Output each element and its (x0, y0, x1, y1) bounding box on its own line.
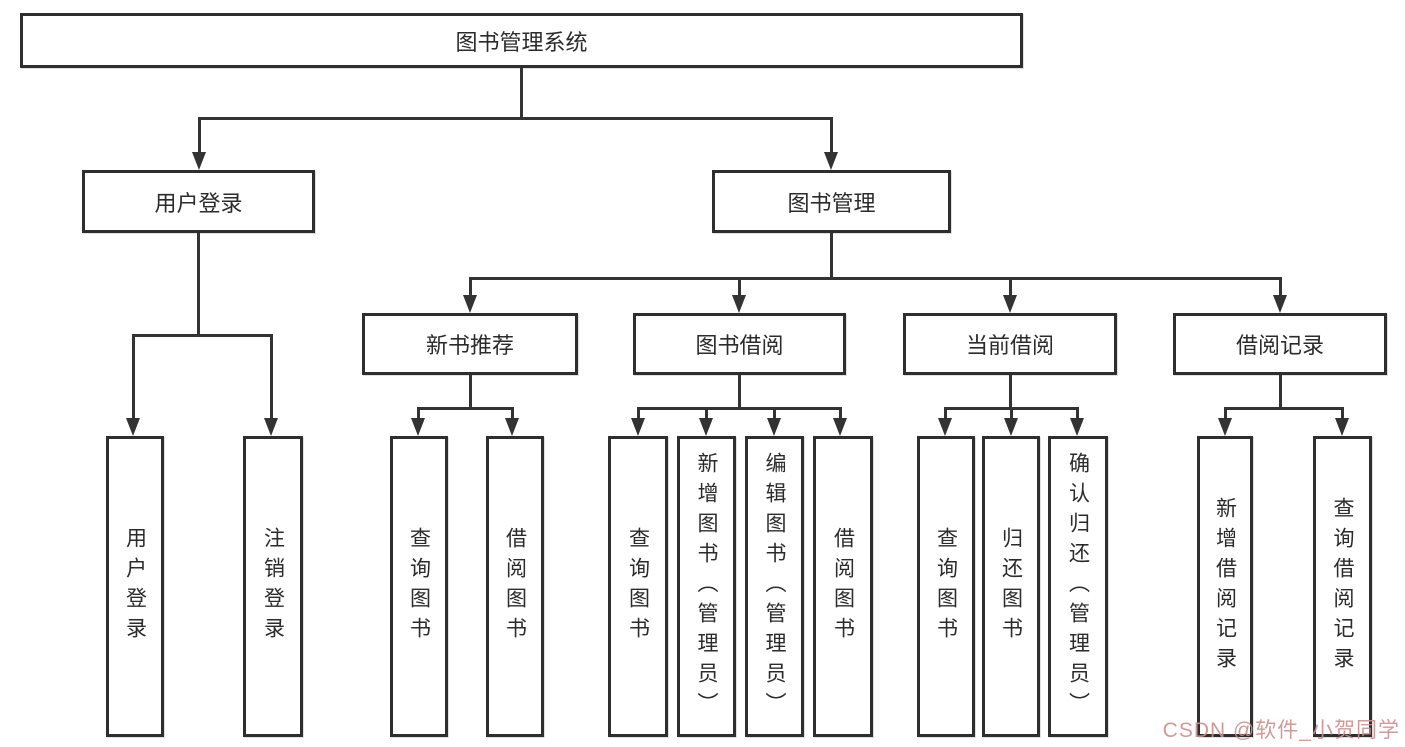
edge-management-stub (830, 233, 833, 277)
node-book-borrow-label: 图书借阅 (695, 333, 784, 358)
edge-borrow-leaf4-stem (839, 407, 842, 421)
leaf-query-borrow-record-label: 查询借阅记录 (1331, 496, 1354, 677)
arrow-down-icon (192, 152, 206, 170)
leaf-current-query-books-label: 查询图书 (934, 526, 958, 647)
edge-current-leaf2-stem (1010, 407, 1013, 421)
node-borrow-records-label: 借阅记录 (1235, 333, 1324, 358)
node-current-borrow-label: 当前借阅 (965, 333, 1054, 358)
leaf-borrow-query-books: 查询图书 (608, 436, 668, 737)
arrow-down-icon (1070, 418, 1084, 436)
arrow-down-icon (732, 295, 746, 313)
leaf-add-borrow-record: 新增借阅记录 (1197, 436, 1253, 737)
node-root: 图书管理系统 (20, 13, 1023, 68)
edge-recommend-leaf1-stem (417, 407, 420, 421)
node-user-login: 用户登录 (82, 170, 315, 233)
leaf-current-query-books: 查询图书 (917, 436, 975, 737)
leaf-recommend-query-books-label: 查询图书 (407, 526, 431, 647)
edge-to-borrow-stem (738, 277, 741, 297)
leaf-recommend-borrow-books: 借阅图书 (486, 436, 544, 737)
arrow-down-icon (699, 418, 713, 436)
edge-login-leaf1-stem (132, 334, 135, 420)
edge-recommend-leaf2-stem (511, 407, 514, 421)
edge-current-leaf1-stem (944, 407, 947, 421)
node-borrow-records: 借阅记录 (1173, 313, 1387, 375)
edge-recommend-branch (417, 407, 513, 410)
edge-to-management-stem (830, 117, 833, 155)
arrow-down-icon (505, 418, 519, 436)
leaf-confirm-return-admin-label: 确认归还（管理员） (1066, 451, 1090, 722)
node-root-label: 图书管理系统 (455, 29, 588, 55)
node-current-borrow: 当前借阅 (903, 313, 1117, 375)
arrow-down-icon (938, 418, 952, 436)
arrow-down-icon (411, 418, 425, 436)
leaf-return-books-label: 归还图书 (999, 526, 1023, 647)
arrow-down-icon (833, 418, 847, 436)
edge-current-stub (1009, 375, 1012, 407)
arrow-down-icon (1335, 418, 1349, 436)
edge-to-login-stem (198, 117, 201, 155)
edge-borrow-leaf2-stem (705, 407, 708, 421)
leaf-recommend-borrow-books-label: 借阅图书 (503, 526, 527, 647)
leaf-return-books: 归还图书 (982, 436, 1040, 737)
arrow-down-icon (264, 418, 278, 436)
arrow-down-icon (126, 418, 140, 436)
arrow-down-icon (1004, 418, 1018, 436)
leaf-add-books-admin-label: 新增图书（管理员） (695, 451, 718, 722)
edge-login-branch (132, 334, 272, 337)
leaf-confirm-return-admin: 确认归还（管理员） (1048, 436, 1108, 737)
leaf-query-borrow-record: 查询借阅记录 (1313, 436, 1372, 737)
edge-to-recommend-stem (469, 277, 472, 297)
edge-borrow-branch (637, 407, 841, 410)
arrow-down-icon (824, 152, 838, 170)
node-new-book-recommend: 新书推荐 (362, 313, 578, 375)
edge-root-stub (520, 68, 523, 117)
arrow-down-icon (767, 418, 781, 436)
leaf-borrow-books: 借阅图书 (813, 436, 873, 737)
arrow-down-icon (463, 295, 477, 313)
edge-to-records-stem (1279, 277, 1282, 297)
arrow-down-icon (1003, 295, 1017, 313)
leaf-recommend-query-books: 查询图书 (390, 436, 448, 737)
csdn-watermark: CSDN @软件_小贺同学 (1162, 719, 1400, 742)
node-book-management: 图书管理 (712, 170, 951, 233)
leaf-edit-books-admin: 编辑图书（管理员） (745, 436, 804, 737)
edge-management-branch (469, 277, 1281, 280)
edge-records-branch (1224, 407, 1343, 410)
leaf-add-borrow-record-label: 新增借阅记录 (1213, 496, 1237, 677)
edge-records-leaf2-stem (1341, 407, 1344, 421)
edge-to-current-stem (1009, 277, 1012, 297)
node-user-login-label: 用户登录 (154, 190, 243, 216)
leaf-user-login-label: 用户登录 (123, 526, 147, 647)
node-book-borrow: 图书借阅 (633, 313, 846, 375)
edge-recommend-stub (469, 375, 472, 407)
edge-records-leaf1-stem (1224, 407, 1227, 421)
leaf-edit-books-admin-label: 编辑图书（管理员） (763, 451, 786, 722)
edge-borrow-leaf3-stem (773, 407, 776, 421)
edge-current-leaf3-stem (1076, 407, 1079, 421)
leaf-borrow-books-label: 借阅图书 (831, 526, 855, 647)
leaf-logout-label: 注销登录 (261, 526, 285, 647)
leaf-user-login: 用户登录 (106, 436, 164, 737)
arrow-down-icon (1218, 418, 1232, 436)
node-book-management-label: 图书管理 (787, 190, 876, 216)
edge-root-branch (198, 117, 832, 120)
leaf-borrow-query-books-label: 查询图书 (626, 526, 650, 647)
edge-borrow-stub (738, 375, 741, 407)
leaf-add-books-admin: 新增图书（管理员） (677, 436, 736, 737)
arrow-down-icon (631, 418, 645, 436)
leaf-logout: 注销登录 (243, 436, 303, 737)
node-new-book-recommend-label: 新书推荐 (425, 333, 514, 358)
edge-login-leaf2-stem (270, 334, 273, 420)
arrow-down-icon (1273, 295, 1287, 313)
edge-records-stub (1279, 375, 1282, 407)
edge-login-stub (197, 233, 200, 334)
edge-borrow-leaf1-stem (637, 407, 640, 421)
